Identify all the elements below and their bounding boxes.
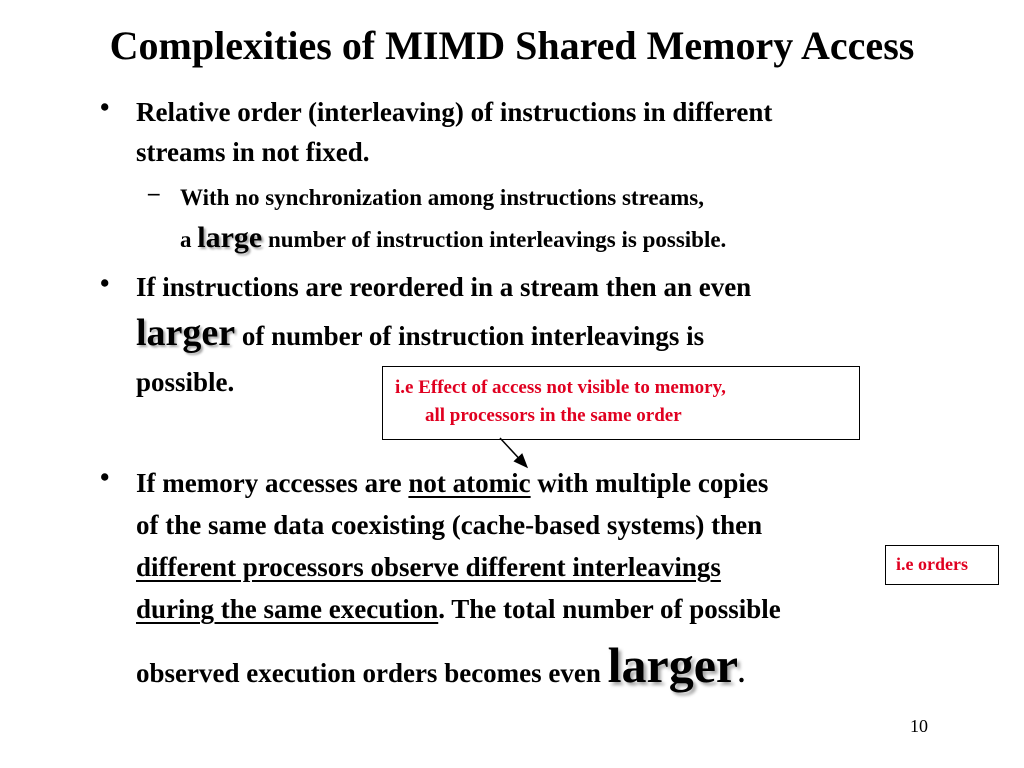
page-number: 10 (910, 716, 928, 736)
bullet-2-line-2: larger of number of instruction interlea… (136, 306, 976, 363)
callout-1-line-1: i.e Effect of access not visible to memo… (395, 377, 726, 398)
callout-memory-visibility: i.e Effect of access not visible to memo… (382, 366, 860, 440)
bullet-2-line-2-post: of number of instruction interleavings i… (235, 321, 705, 351)
sub-bullet-1-line-2: a large number of instruction interleavi… (180, 216, 940, 262)
sub-bullet-1-line-2-post: number of instruction interleavings is p… (262, 227, 727, 252)
bullet-2-mark: • (100, 268, 110, 298)
bullet-3-mark: • (100, 462, 110, 492)
bullet-2-line-1: If instructions are reordered in a strea… (136, 272, 752, 302)
bullet-3-line-2: of the same data coexisting (cache-based… (136, 510, 763, 540)
sub-bullet-1-mark: – (148, 180, 160, 205)
callout-2-label: i.e orders (896, 554, 968, 574)
bullet-3-text: If memory accesses are not atomic with m… (136, 462, 976, 708)
sub-bullet-1-line-2-pre: a (180, 227, 198, 252)
bullet-3-line-4: during the same execution. The total num… (136, 588, 976, 630)
callout-orders: i.e orders (885, 545, 999, 585)
underline-different-processors: different processors observe different i… (136, 552, 721, 582)
emphasis-large: large (197, 221, 263, 254)
bullet-3-line-5-post: . (738, 658, 745, 688)
bullet-3-line-3: different processors observe different i… (136, 546, 976, 588)
bullet-3-line-1-pre: If memory accesses are (136, 468, 409, 498)
bullet-3-line-5: observed execution orders becomes even l… (136, 630, 976, 708)
sub-bullet-1-line-1: With no synchronization among instructio… (180, 185, 704, 210)
bullet-2-line-3: possible. (136, 367, 235, 397)
emphasis-larger-1: larger (136, 312, 236, 354)
emphasis-larger-2: larger (607, 637, 739, 693)
bullet-1-line-1: Relative order (interleaving) of instruc… (136, 97, 773, 127)
bullet-3-line-4-post: . The total number of possible (438, 594, 781, 624)
bullet-3-line-5-pre: observed execution orders becomes even (136, 658, 608, 688)
bullet-3-line-1: If memory accesses are not atomic with m… (136, 462, 976, 504)
bullet-1-mark: • (100, 92, 110, 122)
sub-bullet-1-text: With no synchronization among instructio… (180, 180, 940, 262)
bullet-2-text: If instructions are reordered in a strea… (136, 268, 976, 401)
underline-same-execution: during the same execution (136, 594, 439, 624)
slide-title: Complexities of MIMD Shared Memory Acces… (109, 23, 915, 68)
bullet-1-line-2: streams in not fixed. (136, 137, 370, 167)
bullet-1-text: Relative order (interleaving) of instruc… (136, 92, 976, 172)
underline-not-atomic: not atomic (408, 468, 531, 498)
callout-1-line-2: all processors in the same order (425, 405, 682, 426)
bullet-3-line-1-post: with multiple copies (530, 468, 769, 498)
